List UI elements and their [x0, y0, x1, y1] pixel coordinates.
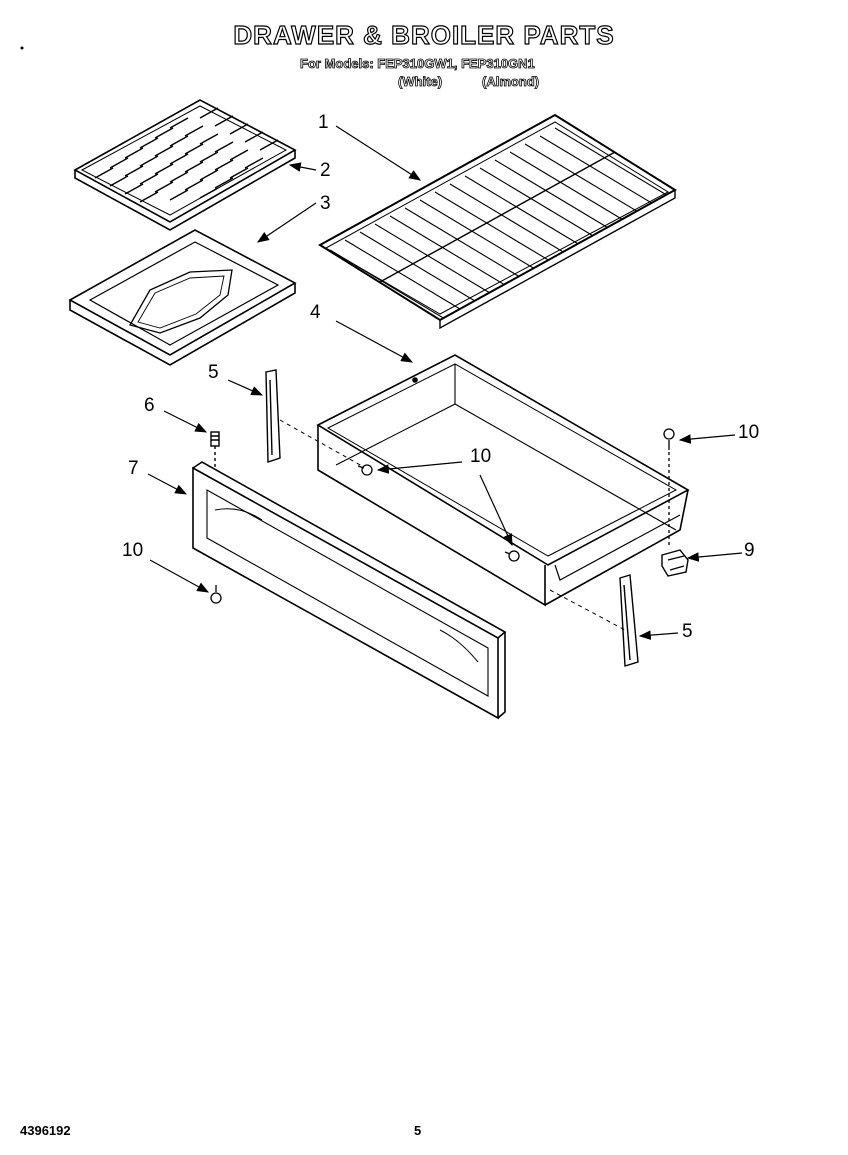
models-line: For Models: FEP310GW1, FEP310GN1 [300, 56, 536, 72]
callout-1: 1 [318, 112, 329, 133]
clip-part-9 [661, 549, 689, 577]
page-number: 5 [414, 1123, 422, 1138]
callout-5-left: 5 [208, 362, 219, 383]
drawer-tub [316, 354, 690, 607]
diagram-title: DRAWER & BROILER PARTS [233, 19, 615, 50]
oven-rack [318, 113, 677, 330]
assembly-lines [279, 419, 626, 631]
screw-part-10-b [504, 550, 520, 562]
screw-part-10-a [357, 464, 373, 476]
screw-part-10-d [210, 585, 222, 604]
callout-10-left: 10 [122, 540, 144, 561]
screw-part-10-c [663, 428, 675, 545]
stud-part-6 [210, 431, 220, 468]
callout-7: 7 [128, 458, 139, 479]
callout-3: 3 [320, 193, 331, 214]
document-number: 4396192 [20, 1123, 71, 1138]
drawer-slide-left [265, 369, 281, 463]
callout-10-right: 10 [738, 422, 760, 443]
callout-4: 4 [310, 302, 321, 323]
drawer-front-panel [192, 461, 507, 720]
leader-arrows [147, 125, 743, 640]
callout-2: 2 [320, 160, 331, 181]
callout-6: 6 [144, 395, 155, 416]
callout-10-center: 10 [470, 446, 492, 467]
callout-5-right: 5 [682, 621, 693, 642]
broiler-pan [68, 229, 297, 366]
variant-almond: (Almond) [482, 74, 540, 90]
variant-white: (White) [398, 74, 443, 90]
drawer-slide-right [619, 574, 639, 667]
callout-9: 9 [744, 540, 755, 561]
broiler-grid [73, 99, 297, 231]
